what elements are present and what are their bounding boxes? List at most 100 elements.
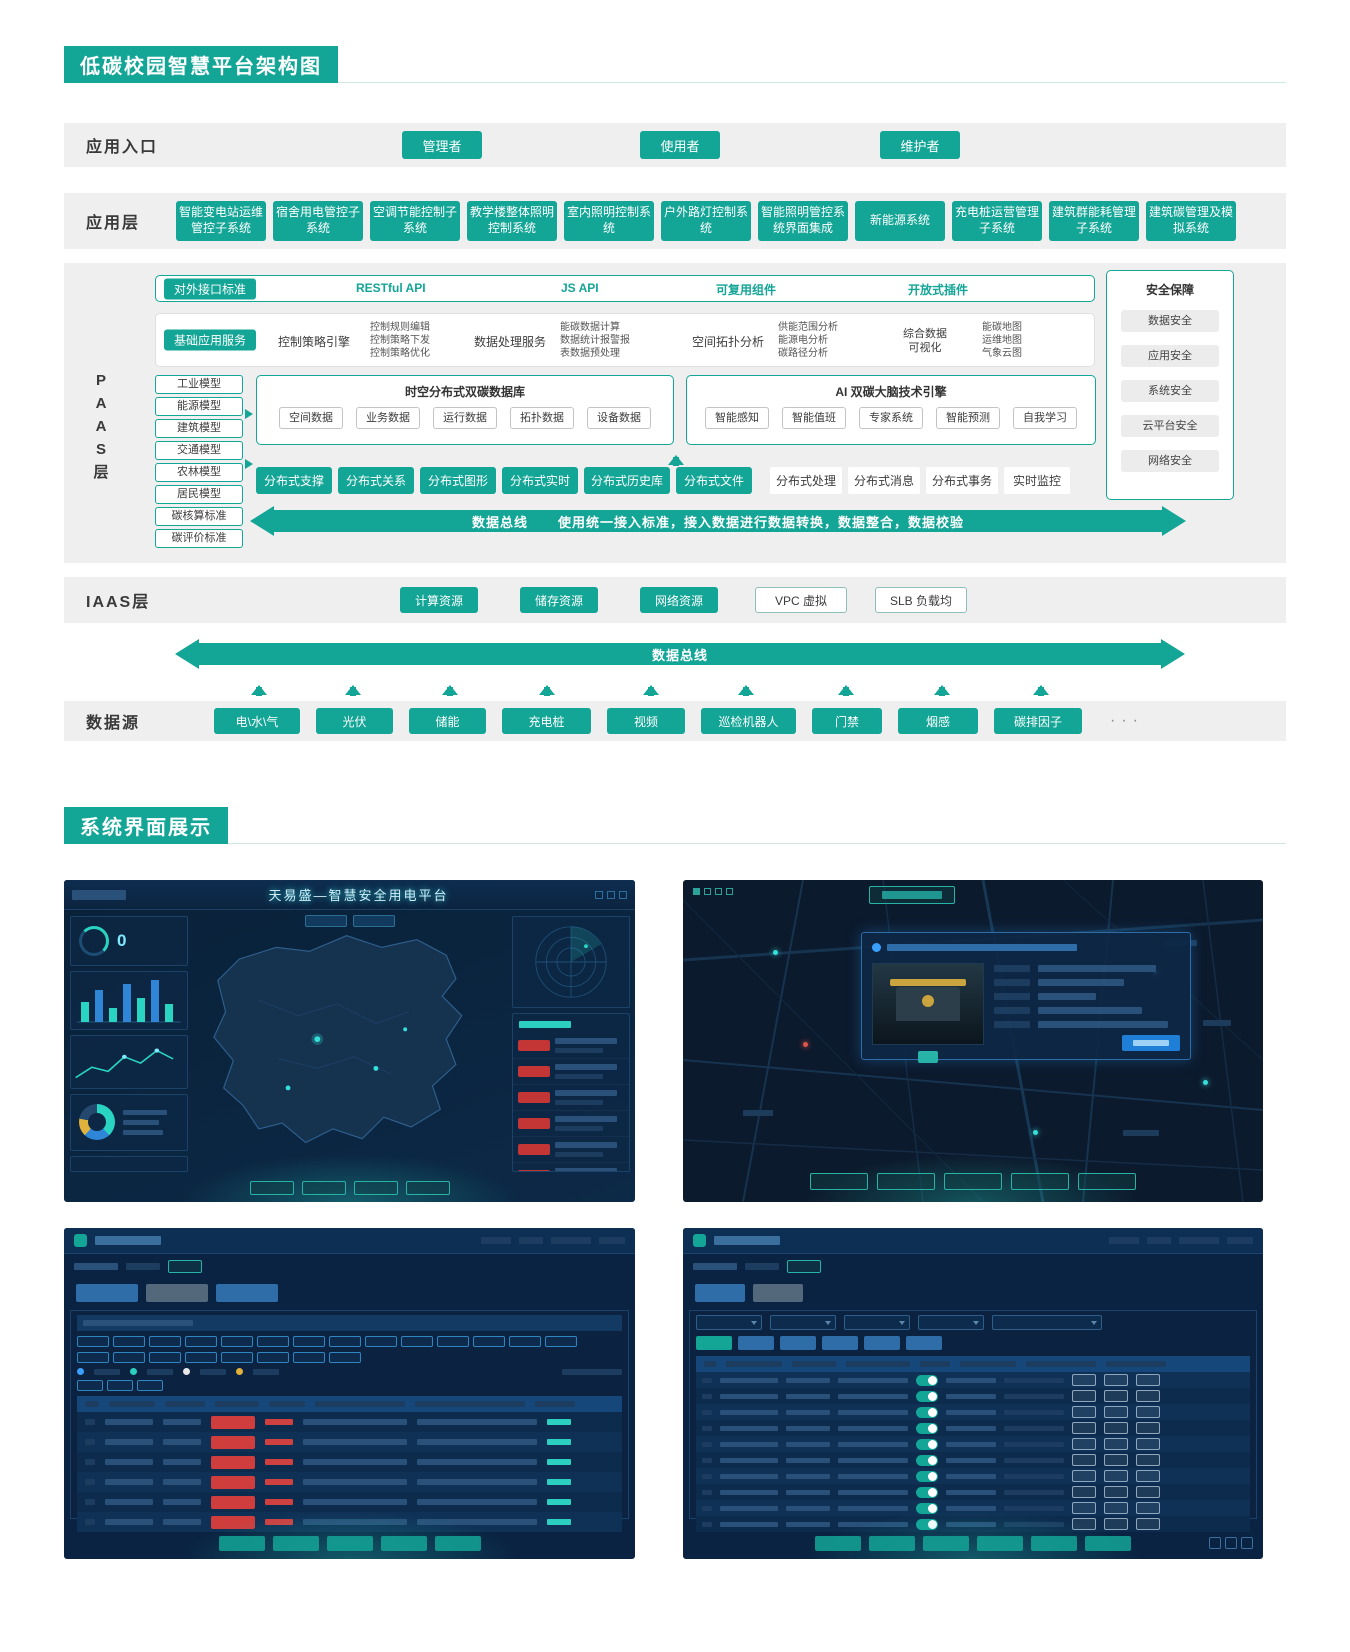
distributed-row: 分布式支撑 分布式关系 分布式图形 分布式实时 分布式历史库 分布式文件 分布式… (256, 467, 1070, 494)
dashboard-topbar: 天易盛—智慧安全用电平台 (64, 880, 635, 910)
action-button (738, 1336, 774, 1350)
ai-item: 智能感知 (705, 407, 769, 429)
table-header (696, 1356, 1250, 1372)
arrow-up-icon (1033, 677, 1049, 697)
logo-icon (74, 1234, 87, 1247)
distributed-label: 分布式支撑 (256, 467, 332, 494)
distributed-item: 分布式文件 (676, 467, 752, 494)
row-action-button (1136, 1406, 1160, 1418)
row-action-button (1104, 1438, 1128, 1450)
datasource-item: 碳排因子 (994, 708, 1082, 734)
security-item: 网络安全 (1121, 450, 1219, 472)
datasource-arrows (64, 677, 1286, 697)
select-input (844, 1315, 910, 1330)
alarm-list-card (512, 1013, 630, 1172)
datasource-item: 光伏 (316, 708, 393, 734)
popup-fields (994, 965, 1168, 1028)
app-header (64, 1228, 635, 1254)
select-input (918, 1315, 984, 1330)
model-box: 农林模型 (155, 463, 243, 482)
arrow-up-icon (539, 677, 555, 697)
ai-box-title: AI 双碳大脑技术引擎 (835, 385, 947, 399)
app-system: 教学楼整体照明控制系统 (467, 201, 557, 241)
iaas-resource-outline: SLB 负载均 (875, 587, 967, 613)
bottom-button (249, 1181, 294, 1195)
datasource-item: 电\水\气 (214, 708, 300, 734)
radar-card (512, 916, 630, 1008)
alarm-row (513, 1085, 629, 1111)
toggle-switch (916, 1390, 938, 1402)
model-box: 交通模型 (155, 441, 243, 460)
toggle-switch (916, 1374, 938, 1386)
arrow-right-icon (245, 409, 258, 419)
datasource-more: ··· (1110, 712, 1144, 729)
basic-services-label: 基础应用服务 (164, 329, 257, 351)
filter-chip (221, 1336, 253, 1347)
arrow-right-icon (1161, 639, 1185, 669)
row-action-button (1072, 1502, 1096, 1514)
section-title-screens: 系统界面展示 (64, 807, 1286, 844)
security-box: 安全保障 数据安全 应用安全 系统安全 云平台安全 网络安全 (1106, 270, 1234, 500)
model-column: 工业模型 能源模型 建筑模型 交通模型 农林模型 居民模型 碳核算标准 碳评价标… (155, 375, 243, 551)
datasource-items: 电\水\气 光伏 储能 充电桩 视频 巡检机器人 门禁 烟感 碳排因子 ··· (214, 708, 1144, 734)
row-action-button (1072, 1390, 1096, 1402)
ai-item: 智能值班 (782, 407, 846, 429)
tab-chip (753, 1284, 803, 1302)
arrow-left-icon (250, 506, 274, 536)
interface-item: JS API (561, 281, 599, 295)
ai-engine-box: AI 双碳大脑技术引擎 智能感知 智能值班 专家系统 智能预测 自我学习 (686, 375, 1096, 445)
footer-button (326, 1536, 373, 1551)
bottom-button (405, 1181, 450, 1195)
donut-chart-card (70, 1093, 188, 1151)
db-box-title: 时空分布式双碳数据库 (404, 385, 525, 399)
action-button (696, 1336, 732, 1350)
action-button (780, 1336, 816, 1350)
logo-icon (693, 1234, 706, 1247)
toggle-switch (916, 1438, 938, 1450)
row-action-button (1136, 1454, 1160, 1466)
row-action-button (1072, 1518, 1096, 1530)
donut-chart (79, 1104, 115, 1141)
service-item: 控制策略引擎 (278, 335, 351, 349)
filter-chip (113, 1352, 145, 1363)
line-chart (75, 1048, 174, 1079)
distributed-item-plain: 分布式事务 (926, 467, 998, 494)
arrow-up-icon (345, 677, 361, 697)
app-system: 空调节能控制子系统 (370, 201, 460, 241)
tab-chip (146, 1284, 208, 1302)
row-action-button (1072, 1438, 1096, 1450)
footer-button (1085, 1536, 1131, 1551)
screenshot-power-platform: 天易盛—智慧安全用电平台 0 (64, 880, 635, 1202)
model-box: 碳评价标准 (155, 529, 243, 548)
security-item: 应用安全 (1121, 345, 1219, 367)
datasource-label: 数据源 (86, 715, 141, 732)
bottom-glow (179, 1511, 520, 1559)
footer-button (815, 1536, 861, 1551)
dashboard-right-panel (512, 916, 630, 1172)
mini-button (77, 1380, 103, 1391)
filter-and-table-panel (70, 1310, 629, 1532)
row-action-button (1104, 1486, 1128, 1498)
alert-action-button (211, 1495, 255, 1509)
tab-chip (216, 1284, 278, 1302)
ai-item: 专家系统 (859, 407, 923, 429)
app-system: 新能源系统 (855, 201, 945, 241)
filter-chip (473, 1336, 505, 1347)
footer-button (1031, 1536, 1077, 1551)
data-bus-arrow-2: 数据总线 (175, 639, 1185, 669)
bottom-button (810, 1173, 868, 1190)
filter-chip (149, 1336, 181, 1347)
security-item: 系统安全 (1121, 380, 1219, 402)
topbar-icon (607, 890, 615, 899)
distributed-item-plain: 分布式消息 (848, 467, 920, 494)
table-row (77, 1512, 622, 1532)
alarm-badge (518, 1170, 550, 1171)
security-item: 云平台安全 (1121, 415, 1219, 437)
arrow-up-icon (668, 447, 684, 467)
popup-detail-button (1122, 1035, 1180, 1051)
toggle-switch (916, 1406, 938, 1418)
bottom-button (353, 1181, 398, 1195)
row-action-button (1072, 1486, 1096, 1498)
app-header (683, 1228, 1263, 1254)
